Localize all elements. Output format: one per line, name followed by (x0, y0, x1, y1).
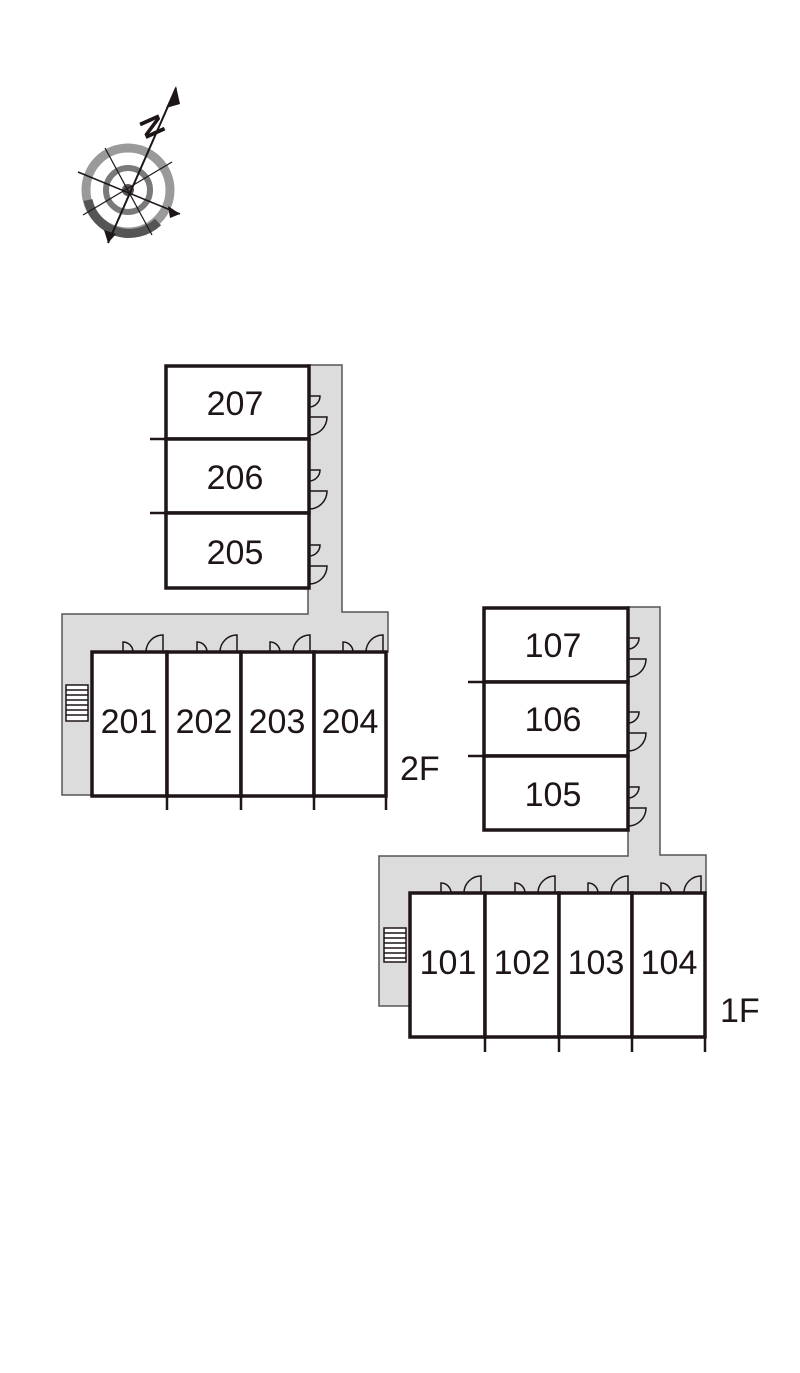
floor-label-2f: 2F (400, 750, 440, 788)
room-label-201: 201 (101, 703, 158, 741)
floor-1f: 107 106 105 101 102 103 104 1F (378, 606, 760, 1052)
room-label-103: 103 (568, 944, 625, 982)
room-103 (557, 891, 634, 1039)
door-icons-1f-vertical (627, 637, 647, 827)
room-label-102: 102 (494, 944, 551, 982)
north-compass-icon: N (77, 86, 181, 244)
room-label-206: 206 (207, 459, 264, 497)
room-label-105: 105 (525, 776, 582, 814)
stairs-icon (65, 684, 89, 722)
room-104 (630, 891, 707, 1039)
room-106 (482, 680, 630, 758)
room-205 (164, 511, 311, 590)
room-label-107: 107 (525, 627, 582, 665)
room-label-202: 202 (176, 703, 233, 741)
room-201 (90, 650, 169, 798)
room-label-101: 101 (420, 944, 477, 982)
compass-north-label: N (132, 110, 171, 143)
room-label-106: 106 (525, 701, 582, 739)
room-label-207: 207 (207, 385, 264, 423)
room-label-203: 203 (249, 703, 306, 741)
room-label-205: 205 (207, 534, 264, 572)
room-107 (482, 606, 630, 684)
floor-2f: 207 206 205 201 202 203 204 2F (61, 364, 440, 810)
door-icons-2f-horizontal (122, 634, 384, 653)
room-105 (482, 754, 630, 832)
door-icons-2f-vertical (308, 395, 328, 585)
room-204 (312, 650, 388, 798)
stairs-icon (383, 927, 407, 963)
room-label-204: 204 (322, 703, 379, 741)
floor-label-1f: 1F (720, 992, 760, 1030)
room-label-104: 104 (641, 944, 698, 982)
room-102 (483, 891, 561, 1039)
room-202 (165, 650, 243, 798)
door-icons-1f-horizontal (440, 875, 702, 894)
